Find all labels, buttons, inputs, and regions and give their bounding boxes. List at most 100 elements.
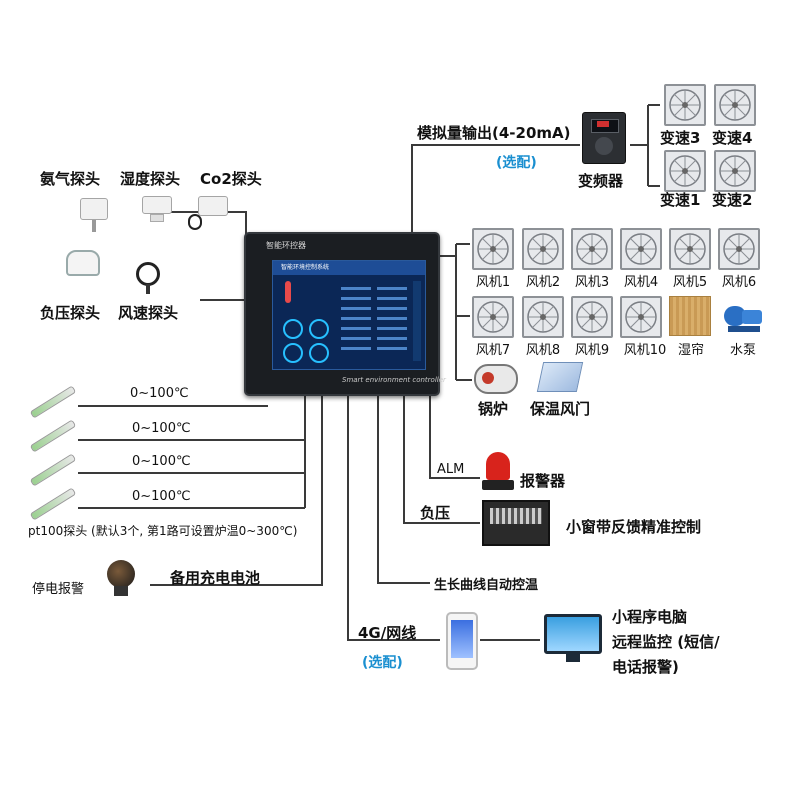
gauge-icon — [309, 343, 329, 363]
co2-probe-icon — [198, 196, 228, 216]
status-row — [341, 297, 371, 300]
fan-icon — [472, 296, 514, 338]
gauge-icon — [309, 319, 329, 339]
alarm-label: 报警器 — [520, 472, 566, 490]
status-row — [377, 297, 407, 300]
humidity-probe-icon — [142, 196, 172, 214]
probe-stand — [146, 284, 150, 294]
fan-label: 风机6 — [721, 275, 757, 290]
inverter-icon — [582, 112, 626, 164]
small-window-label: 小窗带反馈精准控制 — [566, 518, 702, 536]
wet-curtain-icon — [669, 296, 711, 336]
status-row — [377, 307, 407, 310]
network-optional: (选配) — [362, 655, 403, 671]
boiler-label: 锅炉 — [478, 400, 509, 418]
fan-label: 风机8 — [525, 343, 561, 358]
gauge-icon — [283, 343, 303, 363]
probe-cable — [188, 214, 202, 230]
light-bulb-icon — [104, 560, 138, 600]
remote-line2: 远程监控 (短信/ — [612, 633, 720, 651]
fan-icon — [472, 228, 514, 270]
fan-icon — [522, 296, 564, 338]
status-row — [341, 347, 371, 350]
ammonia-probe-icon — [80, 198, 108, 220]
pt100-note: pt100探头 (默认3个, 第1路可设置炉温0~300℃) — [28, 524, 298, 538]
fan-icon — [522, 228, 564, 270]
remote-line1: 小程序电脑 — [612, 608, 688, 626]
controller-brand: 智能环控器 — [266, 241, 306, 250]
status-row — [341, 337, 371, 340]
water-pump-icon — [724, 298, 764, 334]
fan-label: 风机9 — [574, 343, 610, 358]
status-row — [377, 347, 407, 350]
negative-pressure-probe-label: 负压探头 — [40, 304, 101, 322]
analog-output-label: 模拟量输出(4-20mA) — [417, 124, 571, 142]
remote-line3: 电话报警) — [612, 658, 679, 676]
wet-curtain-label: 湿帘 — [677, 343, 704, 358]
temp-range-label: 0~100℃ — [132, 454, 191, 469]
analog-output-optional: (选配) — [496, 155, 537, 171]
fan-label: 风机7 — [475, 343, 511, 358]
fan-icon — [620, 228, 662, 270]
negative-pressure-tag: 负压 — [420, 504, 451, 522]
fan-icon — [718, 228, 760, 270]
battery-label: 备用充电电池 — [170, 569, 261, 587]
network-label: 4G/网线 — [358, 624, 417, 642]
power-fail-label: 停电报警 — [32, 582, 85, 597]
insulation-door-label: 保温风门 — [530, 400, 591, 418]
temp-range-label: 0~100℃ — [130, 386, 189, 401]
water-pump-label: 水泵 — [729, 343, 756, 358]
inverter-label: 变频器 — [578, 172, 624, 190]
humidity-probe-label: 湿度探头 — [120, 170, 181, 188]
alarm-tag: ALM — [437, 462, 465, 477]
alarm-siren-icon — [482, 452, 514, 492]
speed-fan-icon — [664, 84, 706, 126]
speed-fan-label: 变速1 — [660, 191, 701, 209]
fan-label: 风机10 — [623, 343, 667, 358]
status-row — [341, 307, 371, 310]
status-row — [377, 317, 407, 320]
ammonia-probe-label: 氨气探头 — [40, 170, 101, 188]
fan-icon — [620, 296, 662, 338]
thermometer-icon — [285, 281, 291, 303]
side-menu[interactable] — [413, 281, 421, 361]
growth-curve-label: 生长曲线自动控温 — [434, 578, 539, 593]
speed-fan-icon — [714, 150, 756, 192]
controller-caption: Smart environment controller — [342, 376, 446, 384]
computer-monitor-icon — [544, 614, 602, 654]
wind-speed-probe-icon — [136, 262, 160, 286]
small-window-icon — [482, 500, 550, 546]
gauge-icon — [283, 319, 303, 339]
controller-panel[interactable]: 智能环控器 智能环境控制系统 Smart environment control… — [244, 232, 446, 396]
wind-speed-probe-label: 风速探头 — [118, 304, 179, 322]
smartphone-icon — [446, 612, 478, 670]
temp-range-label: 0~100℃ — [132, 421, 191, 436]
monitor-stand — [566, 654, 580, 662]
fan-icon — [571, 296, 613, 338]
fan-icon — [571, 228, 613, 270]
speed-fan-label: 变速2 — [712, 191, 753, 209]
boiler-icon — [474, 364, 518, 394]
temp-range-label: 0~100℃ — [132, 489, 191, 504]
controller-screen[interactable]: 智能环境控制系统 — [272, 260, 426, 370]
speed-fan-icon — [664, 150, 706, 192]
screen-title: 智能环境控制系统 — [273, 261, 425, 275]
fan-label: 风机2 — [525, 275, 561, 290]
co2-probe-label: Co2探头 — [200, 170, 262, 188]
speed-fan-label: 变速3 — [660, 129, 701, 147]
probe-sensor — [150, 214, 164, 222]
insulation-door-icon — [536, 362, 584, 392]
status-row — [377, 337, 407, 340]
probe-cable — [92, 220, 96, 232]
fan-label: 风机3 — [574, 275, 610, 290]
status-row — [341, 317, 371, 320]
status-row — [341, 287, 371, 290]
negative-pressure-probe-icon — [66, 250, 100, 276]
speed-fan-label: 变速4 — [712, 129, 753, 147]
fan-label: 风机1 — [475, 275, 511, 290]
status-row — [377, 287, 407, 290]
fan-label: 风机4 — [623, 275, 659, 290]
status-row — [377, 327, 407, 330]
speed-fan-icon — [714, 84, 756, 126]
